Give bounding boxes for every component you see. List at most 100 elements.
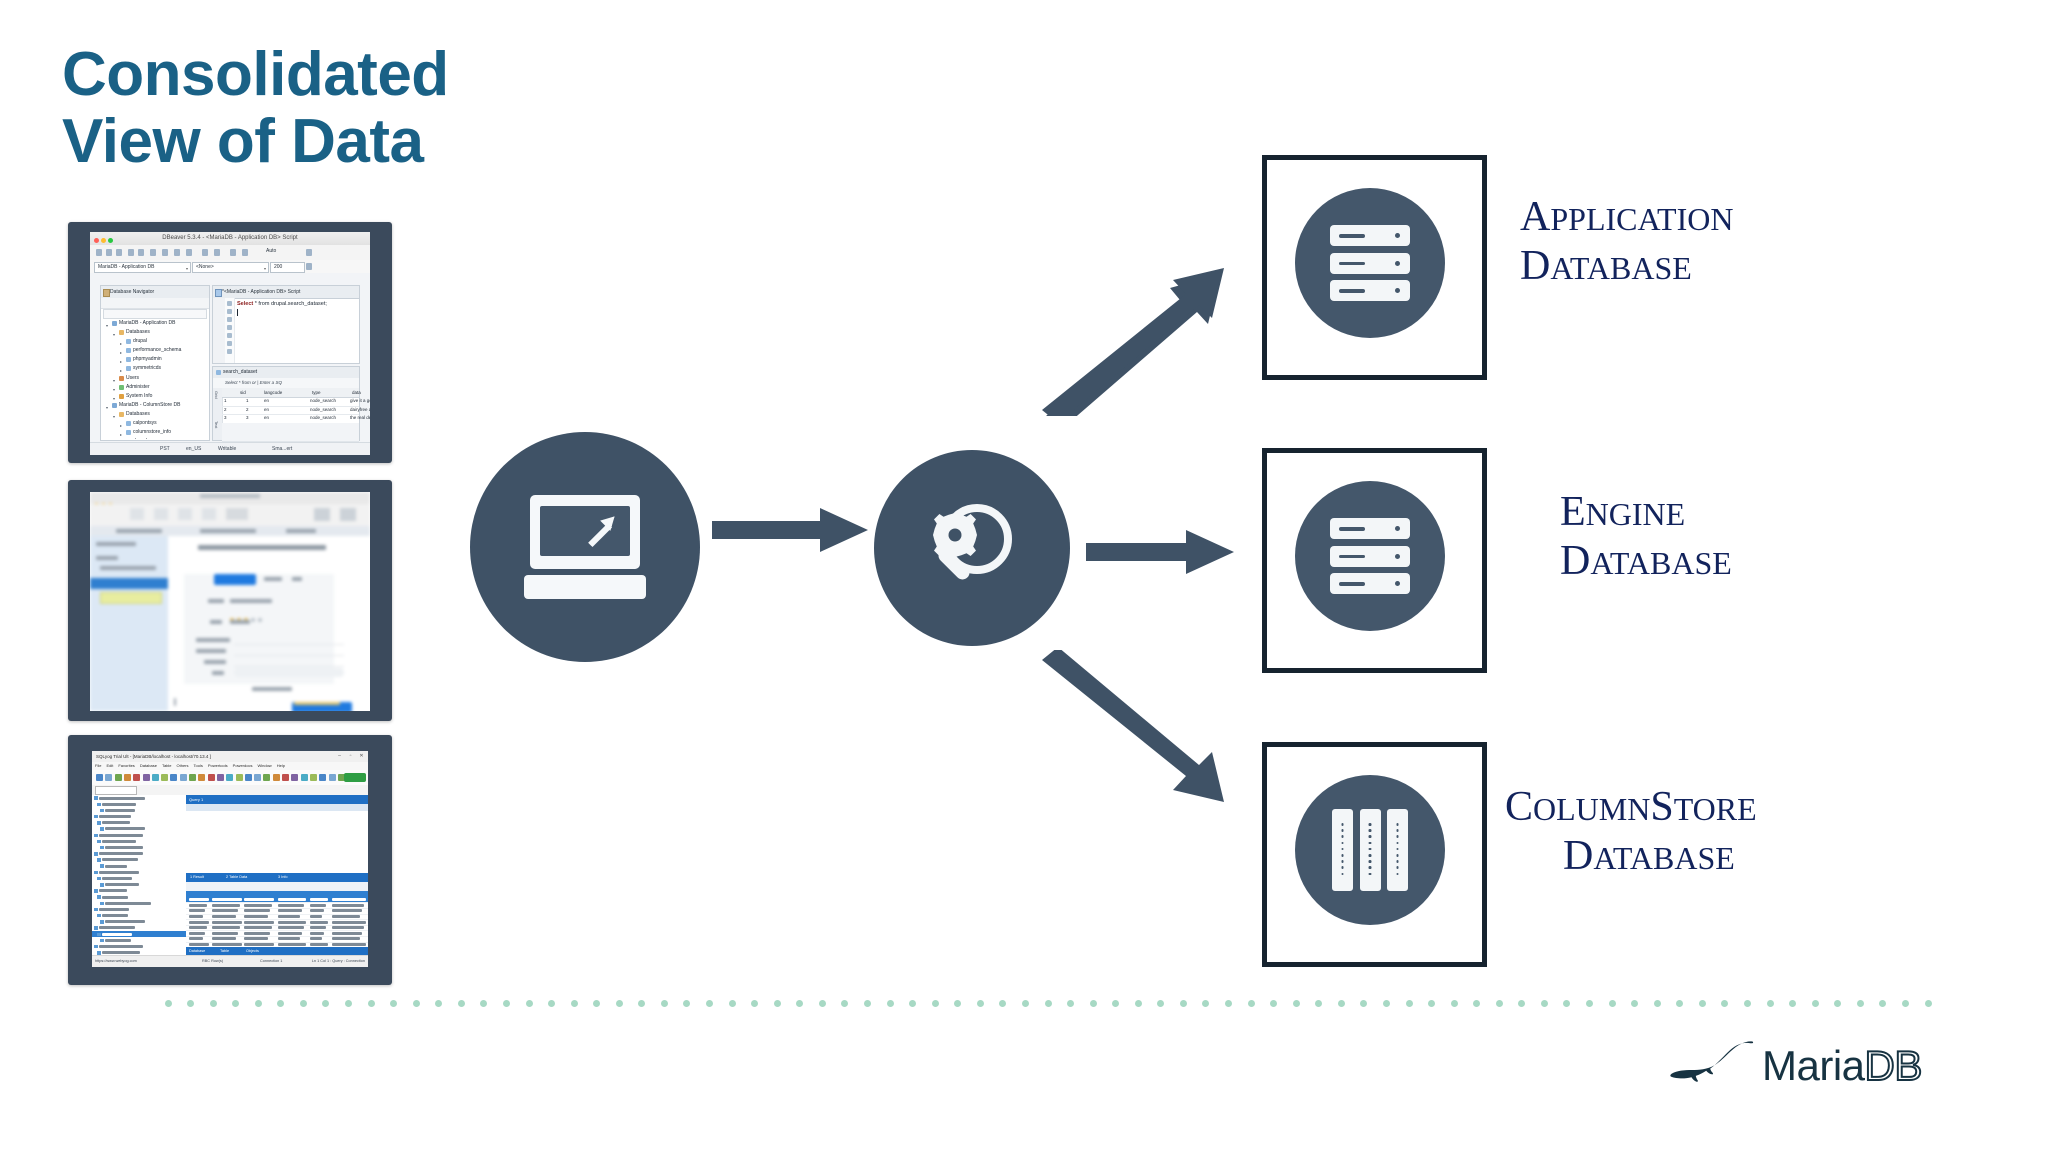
tree-item[interactable]: ▸drupal [103, 437, 208, 439]
menu-item[interactable]: Help [276, 763, 285, 768]
table-row[interactable] [186, 936, 368, 943]
tree-item[interactable]: ▾MariaDB - Application DB [103, 319, 208, 328]
tree-item[interactable] [92, 919, 186, 925]
minimize-icon[interactable] [101, 238, 106, 243]
tree-item[interactable] [92, 807, 186, 813]
toolbar-icon[interactable] [291, 774, 299, 781]
minimize-icon[interactable]: – [338, 753, 341, 759]
sqlyog-foot-objects[interactable]: Objects [246, 949, 259, 953]
tree-item[interactable] [92, 900, 186, 906]
sqlyog-data-grid[interactable] [186, 891, 368, 967]
tree-expander-icon[interactable]: ▸ [120, 341, 123, 347]
menu-item[interactable]: Powerdocs [232, 763, 253, 768]
toolbar-icon[interactable] [216, 774, 224, 781]
admin-form-screenshot-thumbnail[interactable] [68, 480, 392, 721]
sqlyog-toolbar[interactable] [92, 770, 368, 786]
tree-item[interactable] [92, 851, 186, 857]
table-row[interactable] [186, 903, 368, 909]
toolbar-icon[interactable] [114, 774, 122, 781]
results-view-text[interactable]: Text [214, 421, 219, 429]
toolbar-icon[interactable] [161, 774, 169, 781]
tree-item[interactable] [92, 832, 186, 838]
toolbar-icon[interactable] [123, 774, 131, 781]
toolbar-icon[interactable] [96, 774, 103, 781]
navigator-tree[interactable]: ▾MariaDB - Application DB▾Databases▸drup… [103, 319, 208, 439]
tree-item[interactable] [92, 869, 186, 875]
tree-item[interactable] [92, 882, 186, 888]
menu-item[interactable]: Edit [106, 763, 114, 768]
tree-item[interactable]: ▸columnstore_info [103, 428, 208, 437]
toolbar-icon[interactable] [235, 774, 243, 781]
toolbar-icon[interactable] [272, 774, 280, 781]
table-row[interactable] [186, 919, 368, 926]
sqlyog-query-editor[interactable] [186, 811, 368, 874]
dbeaver-connection-bar[interactable]: MariaDB - Application DB▾ <None>▾ 200 [90, 260, 370, 274]
sqlyog-foot-database[interactable]: Database [189, 949, 206, 953]
column-header-type[interactable]: type [312, 390, 321, 395]
menu-item[interactable]: Favorites [118, 763, 135, 768]
toolbar-icon[interactable] [198, 774, 206, 781]
tree-item[interactable] [92, 845, 186, 851]
sqlyog-tab-info[interactable]: 3 Info [278, 875, 288, 879]
tree-item[interactable] [92, 906, 186, 912]
tree-expander-icon[interactable]: ▸ [120, 359, 123, 365]
sqlyog-grid-footer[interactable]: Database Table Objects [186, 947, 368, 956]
toolbar-icon[interactable] [337, 774, 345, 781]
sqlyog-tab-result[interactable]: 1 Result [190, 875, 204, 879]
column-header-langcode[interactable]: langcode [264, 390, 283, 395]
toolbar-icon[interactable] [189, 774, 196, 781]
column-header-data[interactable]: data [352, 390, 361, 395]
column-header-sid[interactable]: sid [240, 390, 246, 395]
sql-editor-tab[interactable]: *<MariaDB - Application DB> Script [213, 286, 359, 299]
dbeaver-results-grid[interactable]: search_dataset Select * from or | Enter … [212, 366, 370, 455]
dbeaver-screenshot-thumbnail[interactable]: DBeaver 5.3.4 - <MariaDB - Application D… [68, 222, 392, 463]
dbeaver-connection-combo[interactable]: MariaDB - Application DB▾ [94, 262, 191, 273]
toolbar-icon[interactable] [244, 774, 252, 781]
tree-item[interactable]: ▾Databases [103, 410, 208, 419]
menu-item[interactable]: Window [257, 763, 272, 768]
toolbar-icon[interactable] [319, 774, 327, 781]
tree-item[interactable] [92, 801, 186, 807]
maximize-icon[interactable]: ▫ [349, 753, 352, 759]
sqlyog-result-tabbar[interactable]: 1 Result 2 Table Data 3 Info [186, 873, 368, 882]
tree-item[interactable]: ▸phpmyadmin [103, 355, 208, 364]
tree-item[interactable] [92, 795, 186, 801]
tree-item[interactable]: ▾Databases [103, 328, 208, 337]
table-row[interactable] [186, 931, 368, 937]
tree-item[interactable] [92, 826, 186, 832]
toolbar-icon[interactable] [300, 774, 308, 781]
toolbar-icon[interactable] [151, 774, 159, 781]
tree-expander-icon[interactable]: ▾ [113, 413, 116, 419]
table-row[interactable] [186, 897, 368, 904]
tree-expander-icon[interactable]: ▾ [113, 395, 116, 401]
menu-item[interactable]: Database [139, 763, 157, 768]
table-row[interactable] [186, 914, 368, 921]
dbeaver-sql-editor[interactable]: *<MariaDB - Application DB> Script Selec… [212, 285, 360, 364]
sqlyog-foot-table[interactable]: Table [220, 949, 230, 953]
dbeaver-schema-combo[interactable]: <None>▾ [192, 262, 269, 273]
toolbar-icon[interactable] [105, 774, 113, 781]
menu-item[interactable]: File [95, 763, 102, 768]
dbeaver-toolbar[interactable]: Auto [90, 245, 370, 261]
dbeaver-toolbar-extra-icon[interactable] [306, 263, 312, 270]
tree-expander-icon[interactable]: ▸ [120, 350, 123, 356]
tree-expander-icon[interactable]: ▸ [120, 368, 123, 374]
close-icon[interactable] [94, 238, 99, 243]
toolbar-icon[interactable] [282, 774, 289, 781]
close-icon[interactable]: ✕ [359, 753, 364, 759]
sql-editor-side-tools[interactable] [225, 298, 235, 363]
table-row[interactable]: 1 1 en node_search give it a go and grow… [222, 397, 370, 407]
toolbar-icon[interactable] [263, 774, 271, 781]
sqlyog-query-tab[interactable]: Query 1 [189, 797, 204, 802]
menu-item[interactable]: Table [161, 763, 172, 768]
toolbar-icon[interactable] [309, 774, 317, 781]
tree-item[interactable] [92, 820, 186, 826]
toolbar-icon[interactable] [328, 774, 336, 781]
navigator-toolbar[interactable] [101, 298, 209, 309]
tree-item[interactable]: ▸symmetricds [103, 364, 208, 373]
tree-expander-icon[interactable]: ▾ [113, 386, 116, 392]
tree-item[interactable] [92, 863, 186, 869]
tree-item[interactable] [92, 888, 186, 894]
table-row[interactable] [186, 908, 368, 915]
menu-item[interactable]: Powertools [207, 763, 228, 768]
